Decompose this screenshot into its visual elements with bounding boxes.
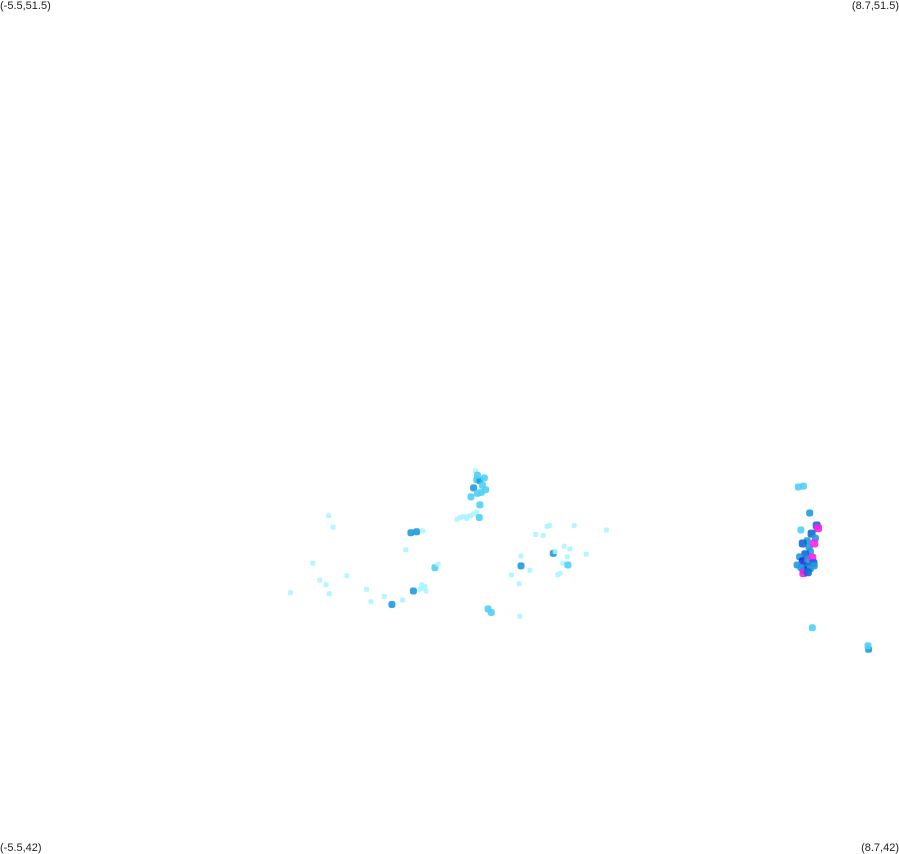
data-point xyxy=(509,572,514,578)
data-point xyxy=(527,567,533,573)
data-point xyxy=(552,549,558,555)
data-point xyxy=(561,543,567,549)
data-point xyxy=(564,561,572,569)
data-point xyxy=(317,577,323,583)
data-point xyxy=(480,474,488,482)
corner-label-bottom-left: (-5.5,42) xyxy=(0,842,42,854)
data-point xyxy=(810,562,818,570)
data-point xyxy=(400,597,406,603)
data-point xyxy=(518,553,524,559)
data-point xyxy=(475,514,483,521)
data-point xyxy=(604,527,609,533)
data-point xyxy=(435,561,441,567)
data-point xyxy=(533,532,539,537)
data-point xyxy=(797,526,805,534)
data-point xyxy=(409,587,417,595)
data-point xyxy=(420,528,426,534)
data-point xyxy=(803,568,812,577)
data-point xyxy=(814,524,822,533)
data-point xyxy=(467,493,475,501)
data-point xyxy=(806,509,814,517)
data-point xyxy=(810,539,819,548)
data-point xyxy=(864,642,872,650)
data-point xyxy=(473,471,481,479)
data-point xyxy=(583,551,589,557)
data-point xyxy=(487,609,495,616)
data-point xyxy=(799,482,807,490)
data-point xyxy=(560,560,566,566)
data-point xyxy=(417,586,423,592)
data-point xyxy=(547,523,552,528)
data-point xyxy=(407,529,415,537)
data-point xyxy=(517,613,523,619)
data-point xyxy=(564,554,570,560)
data-point xyxy=(476,501,484,509)
corner-label-bottom-right: (8.7,42) xyxy=(861,842,899,854)
data-point xyxy=(326,513,332,519)
data-point xyxy=(288,590,294,596)
data-point xyxy=(388,601,396,608)
data-point xyxy=(423,588,429,594)
data-point xyxy=(422,584,428,589)
data-point xyxy=(403,547,409,553)
data-point xyxy=(571,523,577,528)
data-point xyxy=(464,514,470,520)
data-point xyxy=(474,509,480,515)
data-point xyxy=(567,546,573,552)
data-point xyxy=(364,586,370,592)
data-point xyxy=(413,528,421,536)
data-point xyxy=(310,560,316,566)
data-point xyxy=(344,573,350,579)
data-point xyxy=(330,524,336,530)
corner-label-top-right: (8.7,51.5) xyxy=(851,0,899,12)
data-point xyxy=(798,539,807,548)
corner-label-top-left: (-5.5,51.5) xyxy=(0,0,51,12)
data-point xyxy=(368,599,374,605)
data-point xyxy=(540,532,546,538)
data-point xyxy=(381,593,387,599)
data-point xyxy=(516,581,522,587)
data-point xyxy=(482,486,490,494)
data-point xyxy=(557,570,563,576)
data-point xyxy=(517,562,525,570)
data-point xyxy=(470,484,478,492)
data-point xyxy=(326,591,332,597)
data-point xyxy=(323,582,329,588)
data-point xyxy=(808,624,816,632)
